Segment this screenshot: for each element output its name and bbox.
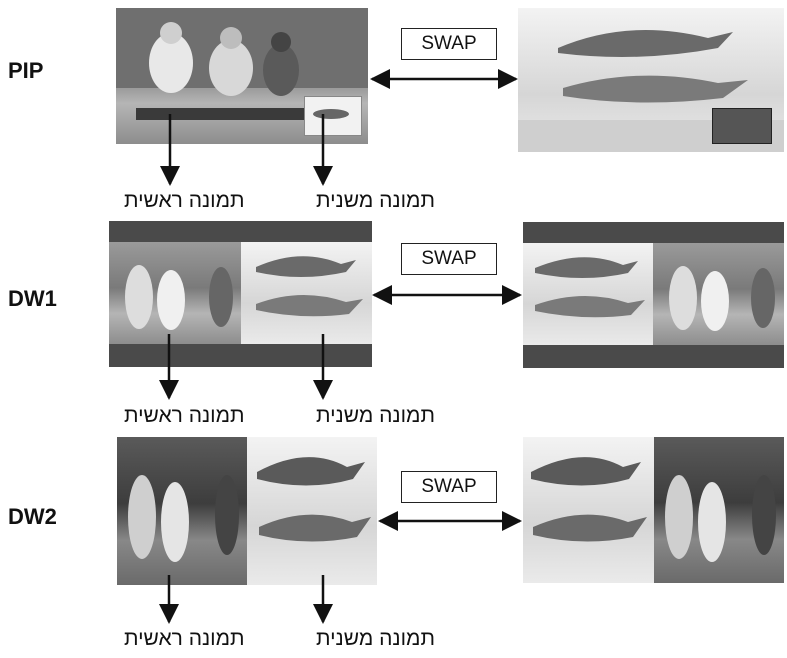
arrows-layer [0, 0, 787, 658]
